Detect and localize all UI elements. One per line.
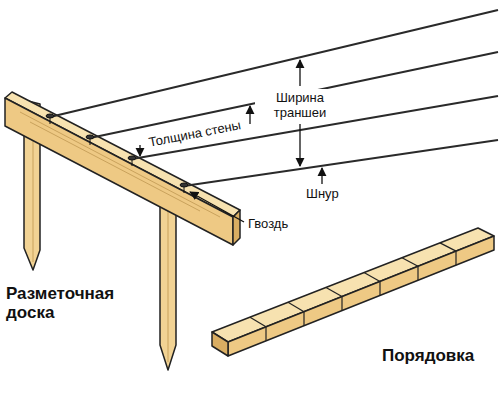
part-label: Разметочная доска [6, 284, 136, 322]
nail-head [46, 114, 54, 118]
leader-arrow [190, 192, 244, 222]
leader-arrow [321, 168, 322, 184]
strings [50, 10, 498, 186]
part-label: Гвоздь [248, 216, 288, 231]
ruler-mark [341, 297, 342, 311]
ruler-mark [250, 317, 266, 327]
ruler-mark [303, 312, 304, 326]
arrows [140, 60, 322, 222]
dimension-label: Толщина стены [148, 117, 243, 150]
ruler-marks [250, 243, 456, 341]
ruler-mark [265, 327, 266, 341]
ruler-front [228, 236, 494, 356]
board-end [233, 210, 240, 245]
ruler-end [212, 332, 228, 356]
ruler-mark [402, 258, 418, 267]
ruler-mark [455, 251, 456, 265]
string [90, 52, 498, 138]
ruler-mark [440, 243, 456, 251]
nails [46, 114, 188, 193]
nail-head [128, 156, 136, 160]
part-label: Шнур [306, 186, 339, 201]
dimension-arrow [299, 124, 300, 166]
dimension-arrow [249, 106, 250, 124]
nail-head [86, 135, 94, 139]
ruler-mark [364, 273, 380, 282]
part-label: Порядовка [382, 346, 474, 365]
dimension-arrow [299, 60, 300, 86]
dimension-arrow [139, 145, 140, 156]
ruler-top [212, 228, 494, 342]
dimension-label: Ширина траншеи [255, 89, 345, 121]
stake-grain [168, 190, 169, 362]
string [184, 140, 498, 186]
ruler-mark [379, 281, 380, 295]
nail-head [180, 183, 188, 187]
ruler-mark [288, 302, 304, 311]
marking-board [5, 92, 240, 245]
board-top [5, 92, 240, 217]
ruler-mark [417, 266, 418, 280]
board-front [5, 98, 233, 245]
ruler-mark [326, 287, 342, 296]
order-board [212, 228, 494, 356]
